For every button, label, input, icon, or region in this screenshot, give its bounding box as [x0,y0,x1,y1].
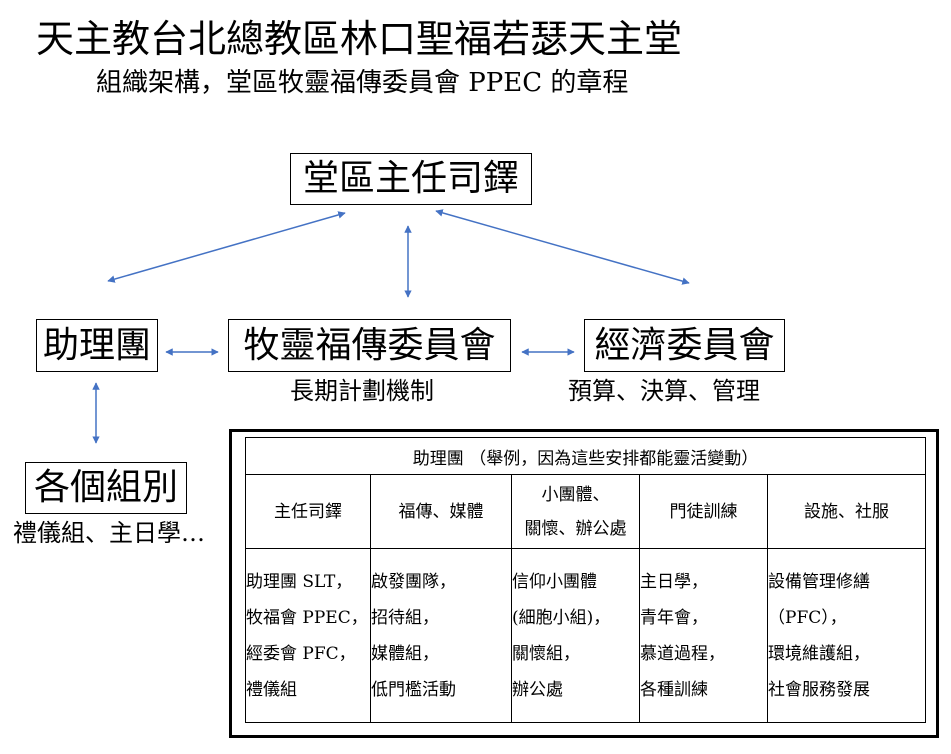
arrow-priest-assistant [107,211,346,283]
node-parish-priest[interactable]: 堂區主任司鐸 [290,153,532,205]
column-header-facilities-service: 設施、社服 [767,474,926,549]
list-item: 信仰小團體 [512,571,597,592]
column-header-text: 設施、社服 [804,501,889,522]
column-items-small-groups: 信仰小團體 (細胞小組)， 關懷組， 辦公處 [511,548,640,723]
assistant-team-table: 助理團 （舉例，因為這些安排都能靈活變動） 主任司鐸 福傳、媒體 小團體、 關懷… [245,437,926,723]
column-items-discipleship: 主日學， 青年會， 慕道過程， 各種訓練 [639,548,768,723]
node-pfc-label: 經濟委員會 [594,324,775,366]
list-item: 招待組， [371,607,439,628]
list-item: 環境維護組， [768,643,870,664]
node-ppec-label: 牧靈福傳委員會 [243,324,496,366]
column-header-text: 福傳、媒體 [398,501,484,522]
arrow-priest-pfc [435,209,690,285]
list-item: 禮儀組 [246,679,297,700]
node-ppec-caption: 長期計劃機制 [290,377,434,405]
node-pfc[interactable]: 經濟委員會 [584,319,785,372]
list-item: 主日學， [640,571,708,592]
node-groups[interactable]: 各個組別 [25,462,187,514]
node-pfc-caption: 預算、決算、管理 [568,377,760,405]
list-item: 關懷組， [512,643,580,664]
list-item: （PFC）， [768,607,847,628]
list-item: 辦公處 [512,679,563,700]
table-title: 助理團 （舉例，因為這些安排都能靈活變動） [245,437,926,475]
column-header-small-groups: 小團體、 關懷、辦公處 [511,474,640,549]
assistant-table-frame [229,429,939,738]
list-item: 啟發團隊， [371,571,456,592]
page-title: 天主教台北總教區林口聖福若瑟天主堂 [36,17,683,61]
column-items-priest: 助理團 SLT， 牧福會 PPEC， 經委會 PFC， 禮儀組 [245,548,371,723]
node-assistant-team[interactable]: 助理團 [36,319,158,372]
list-item: 媒體組， [371,643,439,664]
list-item: 青年會， [640,607,708,628]
list-item: 低門檻活動 [371,679,456,700]
list-item: 社會服務發展 [768,679,870,700]
column-header-priest: 主任司鐸 [245,474,371,549]
column-header-discipleship: 門徒訓練 [639,474,768,549]
node-groups-caption: 禮儀組、主日學… [13,519,205,547]
list-item: (細胞小組)， [512,607,611,628]
column-items-facilities-service: 設備管理修繕 （PFC）， 環境維護組， 社會服務發展 [767,548,926,723]
list-item: 經委會 PFC， [246,643,356,664]
node-assistant-team-label: 助理團 [42,324,151,366]
node-parish-priest-label: 堂區主任司鐸 [302,158,519,199]
column-header-evangelization-media: 福傳、媒體 [370,474,512,549]
list-item: 慕道過程， [640,643,725,664]
list-item: 牧福會 PPEC， [246,607,368,628]
list-item: 各種訓練 [640,679,708,700]
column-header-text: 小團體、 [541,484,610,505]
list-item: 設備管理修繕 [768,571,870,592]
page-subtitle: 組織架構，堂區牧靈福傳委員會 PPEC 的章程 [96,68,629,98]
column-header-text: 主任司鐸 [274,501,342,522]
column-header-text: 門徒訓練 [669,501,738,522]
column-items-evangelization-media: 啟發團隊， 招待組， 媒體組， 低門檻活動 [370,548,512,723]
list-item: 助理團 SLT， [246,571,353,592]
node-groups-label: 各個組別 [33,467,178,508]
column-header-text: 關懷、辦公處 [524,518,627,539]
node-ppec[interactable]: 牧靈福傳委員會 [228,319,511,372]
